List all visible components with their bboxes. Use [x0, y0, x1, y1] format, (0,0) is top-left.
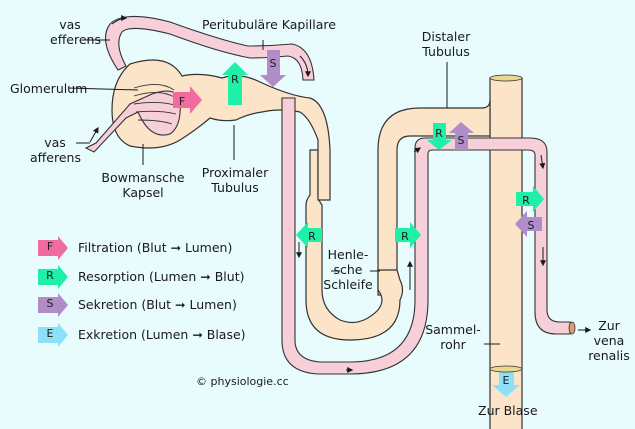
legend-text: Sekretion (Blut ➞ Lumen)	[78, 296, 237, 312]
svg-text:S: S	[528, 219, 535, 232]
svg-text:E: E	[503, 374, 510, 387]
marker-R-henle-desc: R	[296, 222, 322, 248]
label-proximaler-tubulus: Proximaler Tubulus	[200, 165, 270, 195]
legend-code: F	[46, 240, 54, 253]
label-zur-vena-renalis: Zur vena renalis	[588, 318, 630, 363]
label-glomerulum: Glomerulum	[10, 81, 88, 96]
label-line: Zur	[598, 318, 620, 333]
label-bowmansche-kapsel: Bowmansche Kapsel	[100, 170, 186, 200]
label-line: efferens	[50, 32, 101, 47]
legend-text: Resorption (Lumen ➞ Blut)	[78, 268, 245, 284]
flow-arrows	[89, 15, 592, 373]
legend-text: Filtration (Blut ➞ Lumen)	[78, 239, 233, 255]
marker-F: F	[173, 86, 202, 114]
legend-code: S	[46, 297, 54, 310]
label-line: Kapsel	[122, 185, 164, 200]
label-line: Sammel-	[425, 322, 481, 337]
marker-S-proximal: S	[260, 50, 286, 87]
copyright: © physiologie.cc	[196, 375, 289, 388]
marker-E: E	[492, 369, 520, 397]
resorption-arrow-icon: R	[38, 265, 68, 289]
label-distaler-tubulus: Distaler Tubulus	[415, 29, 477, 59]
legend-item-filtration: F Filtration (Blut ➞ Lumen)	[38, 235, 233, 260]
filtration-arrow-icon: F	[38, 236, 68, 260]
label-line: sche	[333, 262, 363, 277]
svg-text:S: S	[270, 57, 277, 70]
svg-text:R: R	[308, 230, 316, 243]
marker-S-sammelrohr: S	[515, 211, 542, 237]
label-line: Bowmansche	[101, 170, 185, 185]
secretion-arrow-icon: S	[38, 293, 68, 317]
label-peritubulaere-kapillare: Peritubuläre Kapillare	[202, 17, 336, 32]
svg-text:F: F	[179, 95, 185, 108]
svg-text:R: R	[435, 127, 443, 140]
label-line: vas	[59, 17, 81, 32]
svg-text:R: R	[522, 194, 530, 207]
label-line: vena	[593, 333, 625, 348]
label-line: renalis	[588, 348, 630, 363]
label-line: Henle-	[327, 247, 369, 262]
label-line: vas	[44, 135, 66, 150]
label-line: Tubulus	[422, 44, 470, 59]
label-line: Proximaler	[201, 165, 269, 180]
legend-item-exkretion: E Exkretion (Lumen ➞ Blase)	[38, 322, 246, 347]
label-line: afferens	[30, 150, 81, 165]
legend-item-sekretion: S Sekretion (Blut ➞ Lumen)	[38, 292, 237, 317]
svg-text:R: R	[401, 230, 409, 243]
svg-text:S: S	[458, 134, 465, 147]
marker-R-sammelrohr: R	[516, 186, 544, 212]
legend-code: E	[46, 327, 54, 340]
label-zur-blase: Zur Blase	[478, 403, 538, 418]
label-line: rohr	[440, 337, 466, 352]
legend-text: Exkretion (Lumen ➞ Blase)	[78, 326, 246, 342]
leader-lines	[67, 39, 500, 345]
label-line: Schleife	[323, 277, 373, 292]
svg-text:R: R	[231, 73, 239, 86]
legend-item-resorption: R Resorption (Lumen ➞ Blut)	[38, 264, 245, 289]
marker-S-distal: S	[449, 122, 474, 150]
henlesche-schleife	[305, 149, 404, 341]
label-vas-afferens: vas afferens	[30, 135, 81, 165]
excretion-arrow-icon: E	[38, 323, 68, 347]
label-line: Distaler	[421, 29, 471, 44]
label-henlesche-schleife: Henle- sche Schleife	[322, 247, 374, 292]
marker-R-henle-asc: R	[395, 222, 421, 248]
label-sammelrohr: Sammel- rohr	[425, 322, 481, 352]
marker-R-distal: R	[427, 123, 452, 150]
legend-code: R	[46, 269, 54, 282]
label-vas-efferens: vas efferens	[50, 17, 101, 47]
marker-R-proximal: R	[222, 62, 248, 105]
label-line: Tubulus	[211, 180, 259, 195]
peritubulaere-kapillare	[104, 15, 576, 375]
